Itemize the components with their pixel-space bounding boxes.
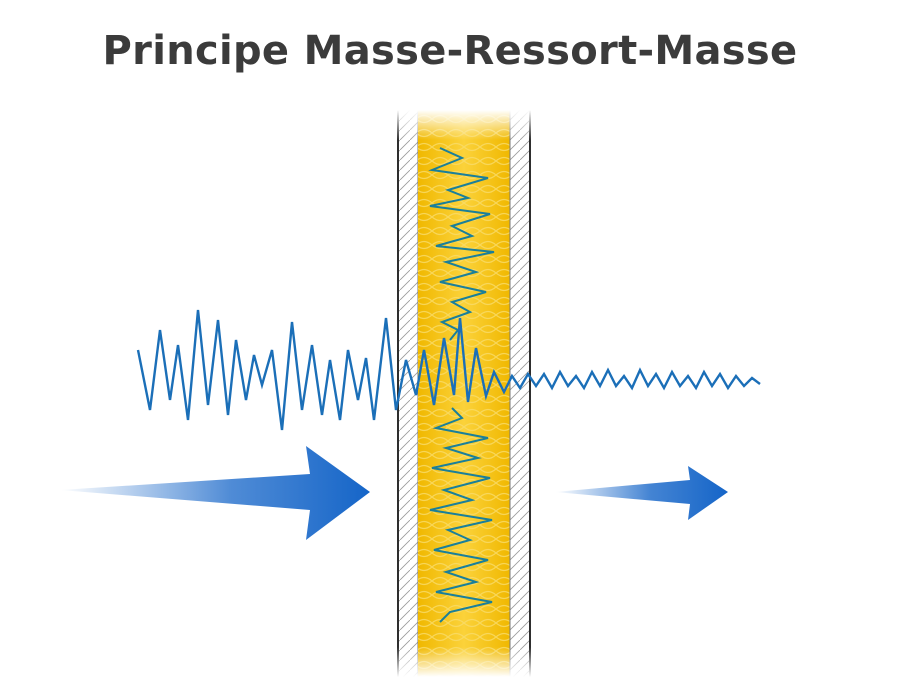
page-title: Principe Masse-Ressort-Masse bbox=[102, 28, 798, 74]
transmitted-arrow-icon bbox=[555, 466, 728, 520]
sound-wave bbox=[136, 309, 761, 431]
core-vibration-wave-top bbox=[428, 147, 495, 341]
right-mass-layer bbox=[509, 110, 531, 677]
core-vibration-wave-bottom bbox=[429, 407, 493, 623]
incoming-arrow-icon bbox=[60, 446, 370, 540]
